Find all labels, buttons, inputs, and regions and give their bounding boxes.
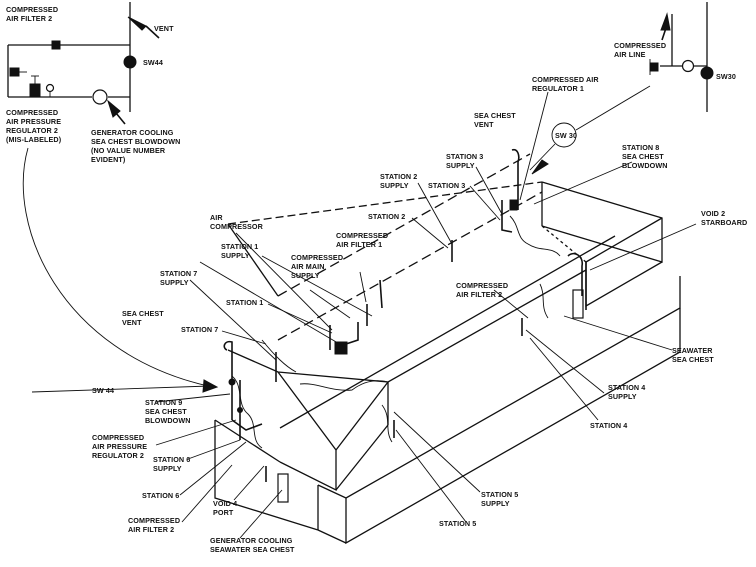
regulator-1-icon [649,62,659,72]
blowdown-valve-icon [92,89,108,105]
label-sw30-inset: SW30 [716,72,736,81]
label-sw44-main: SW 44 [92,386,114,395]
hull-structure [214,153,681,545]
label-station-1: STATION 1 [226,298,263,307]
sea-chest-vent-right-pipe [511,148,520,210]
sw30-callout [551,122,577,148]
regulator-icon [29,83,41,97]
label-station-3: STATION 3 [428,181,465,190]
sw30-arrow-icon [531,159,549,175]
piping [223,85,651,503]
sea-chest-vent-left-pipe [223,340,233,420]
sw30-valve-icon [700,66,714,80]
label-station-6: STATION 6 [142,491,179,500]
void-2-chest [572,289,584,319]
air-line-arrow-icon [660,12,671,31]
label-vent-top: VENT [154,24,174,33]
label-station-4: STATION 4 [590,421,627,430]
gauge-icon [681,59,695,73]
air-compressor-icon [334,341,348,355]
label-sw44-inset: SW44 [143,58,163,67]
gauge-icon [45,83,55,93]
sw44-valve-icon [123,55,137,69]
valve-icon [9,67,20,77]
label-station-5: STATION 5 [439,519,476,528]
label-station-2: STATION 2 [368,212,405,221]
inset-right [649,2,714,112]
filter-icon [51,40,61,50]
vent-arrow-icon [127,16,147,31]
void-4-chest [277,473,289,503]
leader-lines [31,91,697,539]
label-station-7: STATION 7 [181,325,218,334]
label-sw30-circle: SW 30 [555,131,577,140]
